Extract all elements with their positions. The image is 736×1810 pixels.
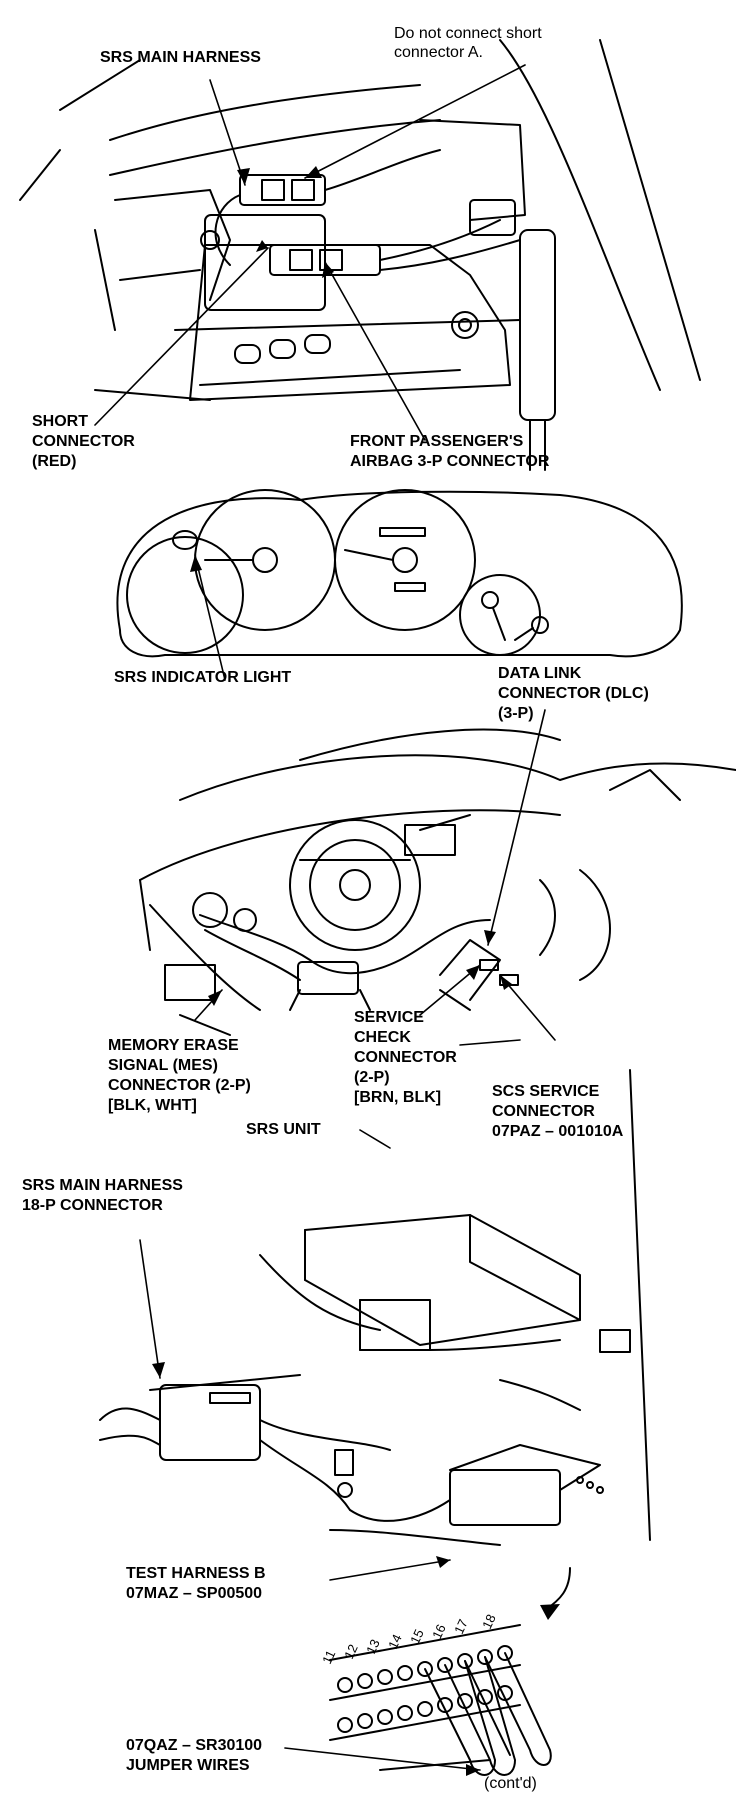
label-continued: (cont'd) — [484, 1775, 537, 1792]
label-data-link-connector: DATA LINK CONNECTOR (DLC) (3-P) — [498, 664, 649, 724]
jumper-line-1: 07QAZ – SR30100 — [126, 1737, 263, 1754]
srs-indicator-light — [172, 530, 198, 550]
scs-line-1: SCS SERVICE — [492, 1083, 600, 1100]
panel1-leaders — [94, 64, 526, 441]
label-scs-service-connector: SCS SERVICE CONNECTOR 07PAZ – 001010A — [492, 1082, 623, 1142]
pin-number-16: 16 — [429, 1622, 449, 1641]
srs-unit — [304, 1214, 581, 1346]
pin-number-17: 17 — [451, 1617, 471, 1636]
short-connector-line-1: SHORT — [32, 413, 88, 430]
srs-unit-drawing — [99, 1069, 651, 1611]
test-harness-line-1: TEST HARNESS B — [126, 1565, 266, 1582]
label-front-passenger-airbag: FRONT PASSENGER'S AIRBAG 3-P CONNECTOR — [350, 432, 549, 472]
mes-line-3: CONNECTOR (2-P) — [108, 1077, 251, 1094]
front-passenger-line-1: FRONT PASSENGER'S — [350, 433, 524, 450]
label-test-harness-b: TEST HARNESS B 07MAZ – SP00500 — [126, 1564, 266, 1604]
label-short-connector: SHORT CONNECTOR (RED) — [32, 412, 135, 472]
dashboard-drawing — [139, 728, 736, 1036]
scc-line-1: SERVICE — [354, 1009, 424, 1026]
pin-number-14: 14 — [385, 1632, 405, 1651]
instrument-cluster — [116, 489, 683, 658]
label-srs-unit: SRS UNIT — [246, 1121, 321, 1138]
strut — [519, 229, 556, 421]
short-connector-line-2: CONNECTOR — [32, 433, 135, 450]
pin-number-11: 11 — [319, 1648, 338, 1667]
note-do-not-connect: Do not connect short connector A. — [394, 24, 542, 62]
dlc-line-2: CONNECTOR (DLC) — [498, 685, 649, 702]
label-srs-indicator-light: SRS INDICATOR LIGHT — [114, 669, 292, 686]
harness-18p-connector — [159, 1384, 261, 1461]
harness18-line-2: 18-P CONNECTOR — [22, 1197, 163, 1214]
pin-detail-drawing — [329, 1624, 552, 1776]
short-connector-line-3: (RED) — [32, 453, 77, 470]
mes-line-4: [BLK, WHT] — [108, 1097, 197, 1114]
label-memory-erase-signal: MEMORY ERASE SIGNAL (MES) CONNECTOR (2-P… — [108, 1036, 251, 1116]
dlc-line-1: DATA LINK — [498, 665, 582, 682]
mes-line-1: MEMORY ERASE — [108, 1037, 239, 1054]
pin-number-15: 15 — [407, 1627, 427, 1646]
label-srs-main-harness: SRS MAIN HARNESS — [100, 49, 261, 66]
scc-line-5: [BRN, BLK] — [354, 1089, 442, 1106]
label-service-check-connector: SERVICE CHECK CONNECTOR (2-P) [BRN, BLK] — [354, 1008, 457, 1108]
scs-line-2: CONNECTOR — [492, 1103, 595, 1120]
scc-line-2: CHECK — [354, 1029, 411, 1046]
panel1-drawing — [19, 39, 701, 471]
front-passenger-line-2: AIRBAG 3-P CONNECTOR — [350, 453, 550, 470]
harness18-line-1: SRS MAIN HARNESS — [22, 1177, 183, 1194]
note-line-2: connector A. — [394, 44, 483, 61]
pin-number-13: 13 — [363, 1637, 383, 1656]
pin-numbers: 11 12 13 14 15 16 17 18 — [319, 1612, 499, 1666]
mes-line-2: SIGNAL (MES) — [108, 1057, 218, 1074]
panel2-leaders — [194, 554, 226, 681]
dlc-line-3: (3-P) — [498, 705, 534, 722]
note-line-1: Do not connect short — [394, 25, 542, 42]
pin-number-18: 18 — [479, 1612, 499, 1631]
scc-line-4: (2-P) — [354, 1069, 390, 1086]
panel3-leaders — [194, 709, 556, 1046]
panel4-leaders — [139, 1129, 481, 1771]
label-srs-main-harness-18p: SRS MAIN HARNESS 18-P CONNECTOR — [22, 1176, 183, 1216]
scc-line-3: CONNECTOR — [354, 1049, 457, 1066]
pin-number-12: 12 — [341, 1642, 361, 1661]
jumper-line-2: JUMPER WIRES — [126, 1757, 250, 1774]
scs-line-3: 07PAZ – 001010A — [492, 1123, 624, 1140]
test-harness-line-2: 07MAZ – SP00500 — [126, 1585, 263, 1602]
label-jumper-wires: 07QAZ – SR30100 JUMPER WIRES — [126, 1736, 262, 1776]
test-harness-b — [449, 1469, 561, 1526]
